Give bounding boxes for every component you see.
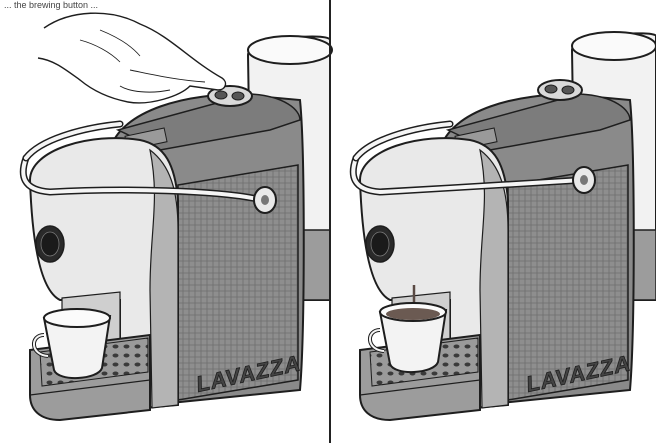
coffee-surface [386, 308, 440, 320]
caption-text: ... the brewing button ... [4, 0, 99, 10]
panel-right: LAVAZZA [349, 31, 656, 422]
lavazza-badge [365, 225, 395, 263]
panel-divider [329, 0, 331, 443]
hand-icon [37, 12, 227, 104]
coffee-cup-icon [32, 308, 112, 380]
panel-left: LAVAZZA [19, 12, 333, 422]
machine-body [28, 85, 305, 412]
lavazza-badge [35, 225, 65, 263]
coffee-cup-icon [368, 302, 448, 374]
